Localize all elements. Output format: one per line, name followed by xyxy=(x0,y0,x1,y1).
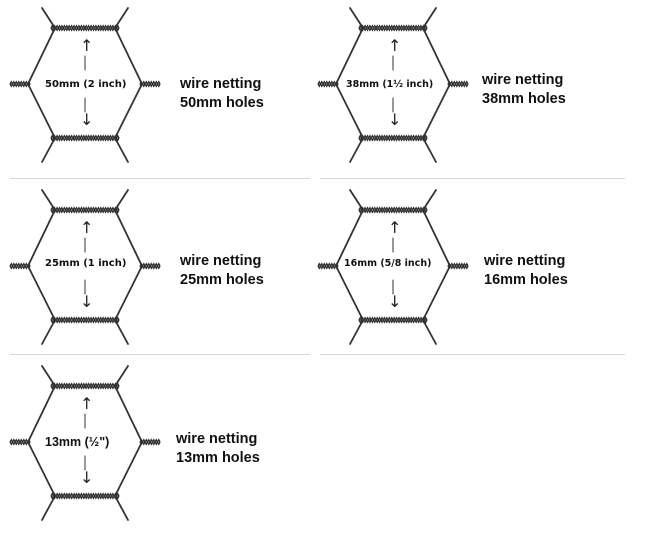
caption-line1: wire netting xyxy=(180,76,262,92)
hexagon-mesh-icon xyxy=(317,189,469,345)
divider-row1-right xyxy=(320,178,625,179)
dimension-label: 13mm (½") xyxy=(44,435,111,449)
caption-line1: wire netting xyxy=(176,431,258,447)
panel-13mm: ↑ ↓ 13mm (½") wire netting 13mm holes xyxy=(0,358,320,536)
panel-25mm: ↑ ↓ 25mm (1 inch) wire netting 25mm hole… xyxy=(0,182,320,360)
caption-line2: 25mm holes xyxy=(180,272,264,288)
hexagon-mesh-icon xyxy=(9,189,161,345)
arrow-down-icon: ↓ xyxy=(80,468,94,487)
caption-line2: 50mm holes xyxy=(180,95,264,111)
arrow-down-icon: ↓ xyxy=(80,110,94,129)
caption-line2: 16mm holes xyxy=(484,272,568,288)
divider-row2-right xyxy=(320,354,625,355)
caption-line1: wire netting xyxy=(482,72,564,88)
panel-50mm: ↑ ↓ 50mm (2 inch) wire netting 50mm hole… xyxy=(0,0,320,178)
panel-16mm: ↑ ↓ 16mm (5/8 inch) wire netting 16mm ho… xyxy=(308,182,628,360)
caption: wire netting 38mm holes xyxy=(482,71,566,109)
hexagon-mesh-icon xyxy=(9,7,161,163)
caption-line1: wire netting xyxy=(180,253,262,269)
caption-line2: 38mm holes xyxy=(482,91,566,107)
caption-line2: 13mm holes xyxy=(176,450,260,466)
hexagon-mesh-icon xyxy=(9,365,161,521)
hexagon-mesh-icon xyxy=(317,7,469,163)
arrow-up-icon: ↑ xyxy=(388,218,402,237)
caption: wire netting 50mm holes xyxy=(180,75,264,113)
panel-38mm: ↑ ↓ 38mm (1½ inch) wire netting 38mm hol… xyxy=(308,0,628,178)
arrow-up-icon: ↑ xyxy=(388,36,402,55)
dimension-label: 50mm (2 inch) xyxy=(44,79,128,90)
arrow-up-icon: ↑ xyxy=(80,394,94,413)
divider-row1-left xyxy=(10,178,310,179)
arrow-up-icon: ↑ xyxy=(80,36,94,55)
divider-row2-left xyxy=(10,354,310,355)
dimension-label: 38mm (1½ inch) xyxy=(345,79,435,90)
arrow-down-icon: ↓ xyxy=(388,110,402,129)
arrow-up-icon: ↑ xyxy=(80,218,94,237)
dimension-label: 16mm (5/8 inch) xyxy=(343,258,433,269)
caption-line1: wire netting xyxy=(484,253,566,269)
caption: wire netting 13mm holes xyxy=(176,430,260,468)
arrow-down-icon: ↓ xyxy=(388,292,402,311)
caption: wire netting 16mm holes xyxy=(484,252,568,290)
arrow-down-icon: ↓ xyxy=(80,292,94,311)
caption: wire netting 25mm holes xyxy=(180,252,264,290)
dimension-label: 25mm (1 inch) xyxy=(44,258,128,269)
